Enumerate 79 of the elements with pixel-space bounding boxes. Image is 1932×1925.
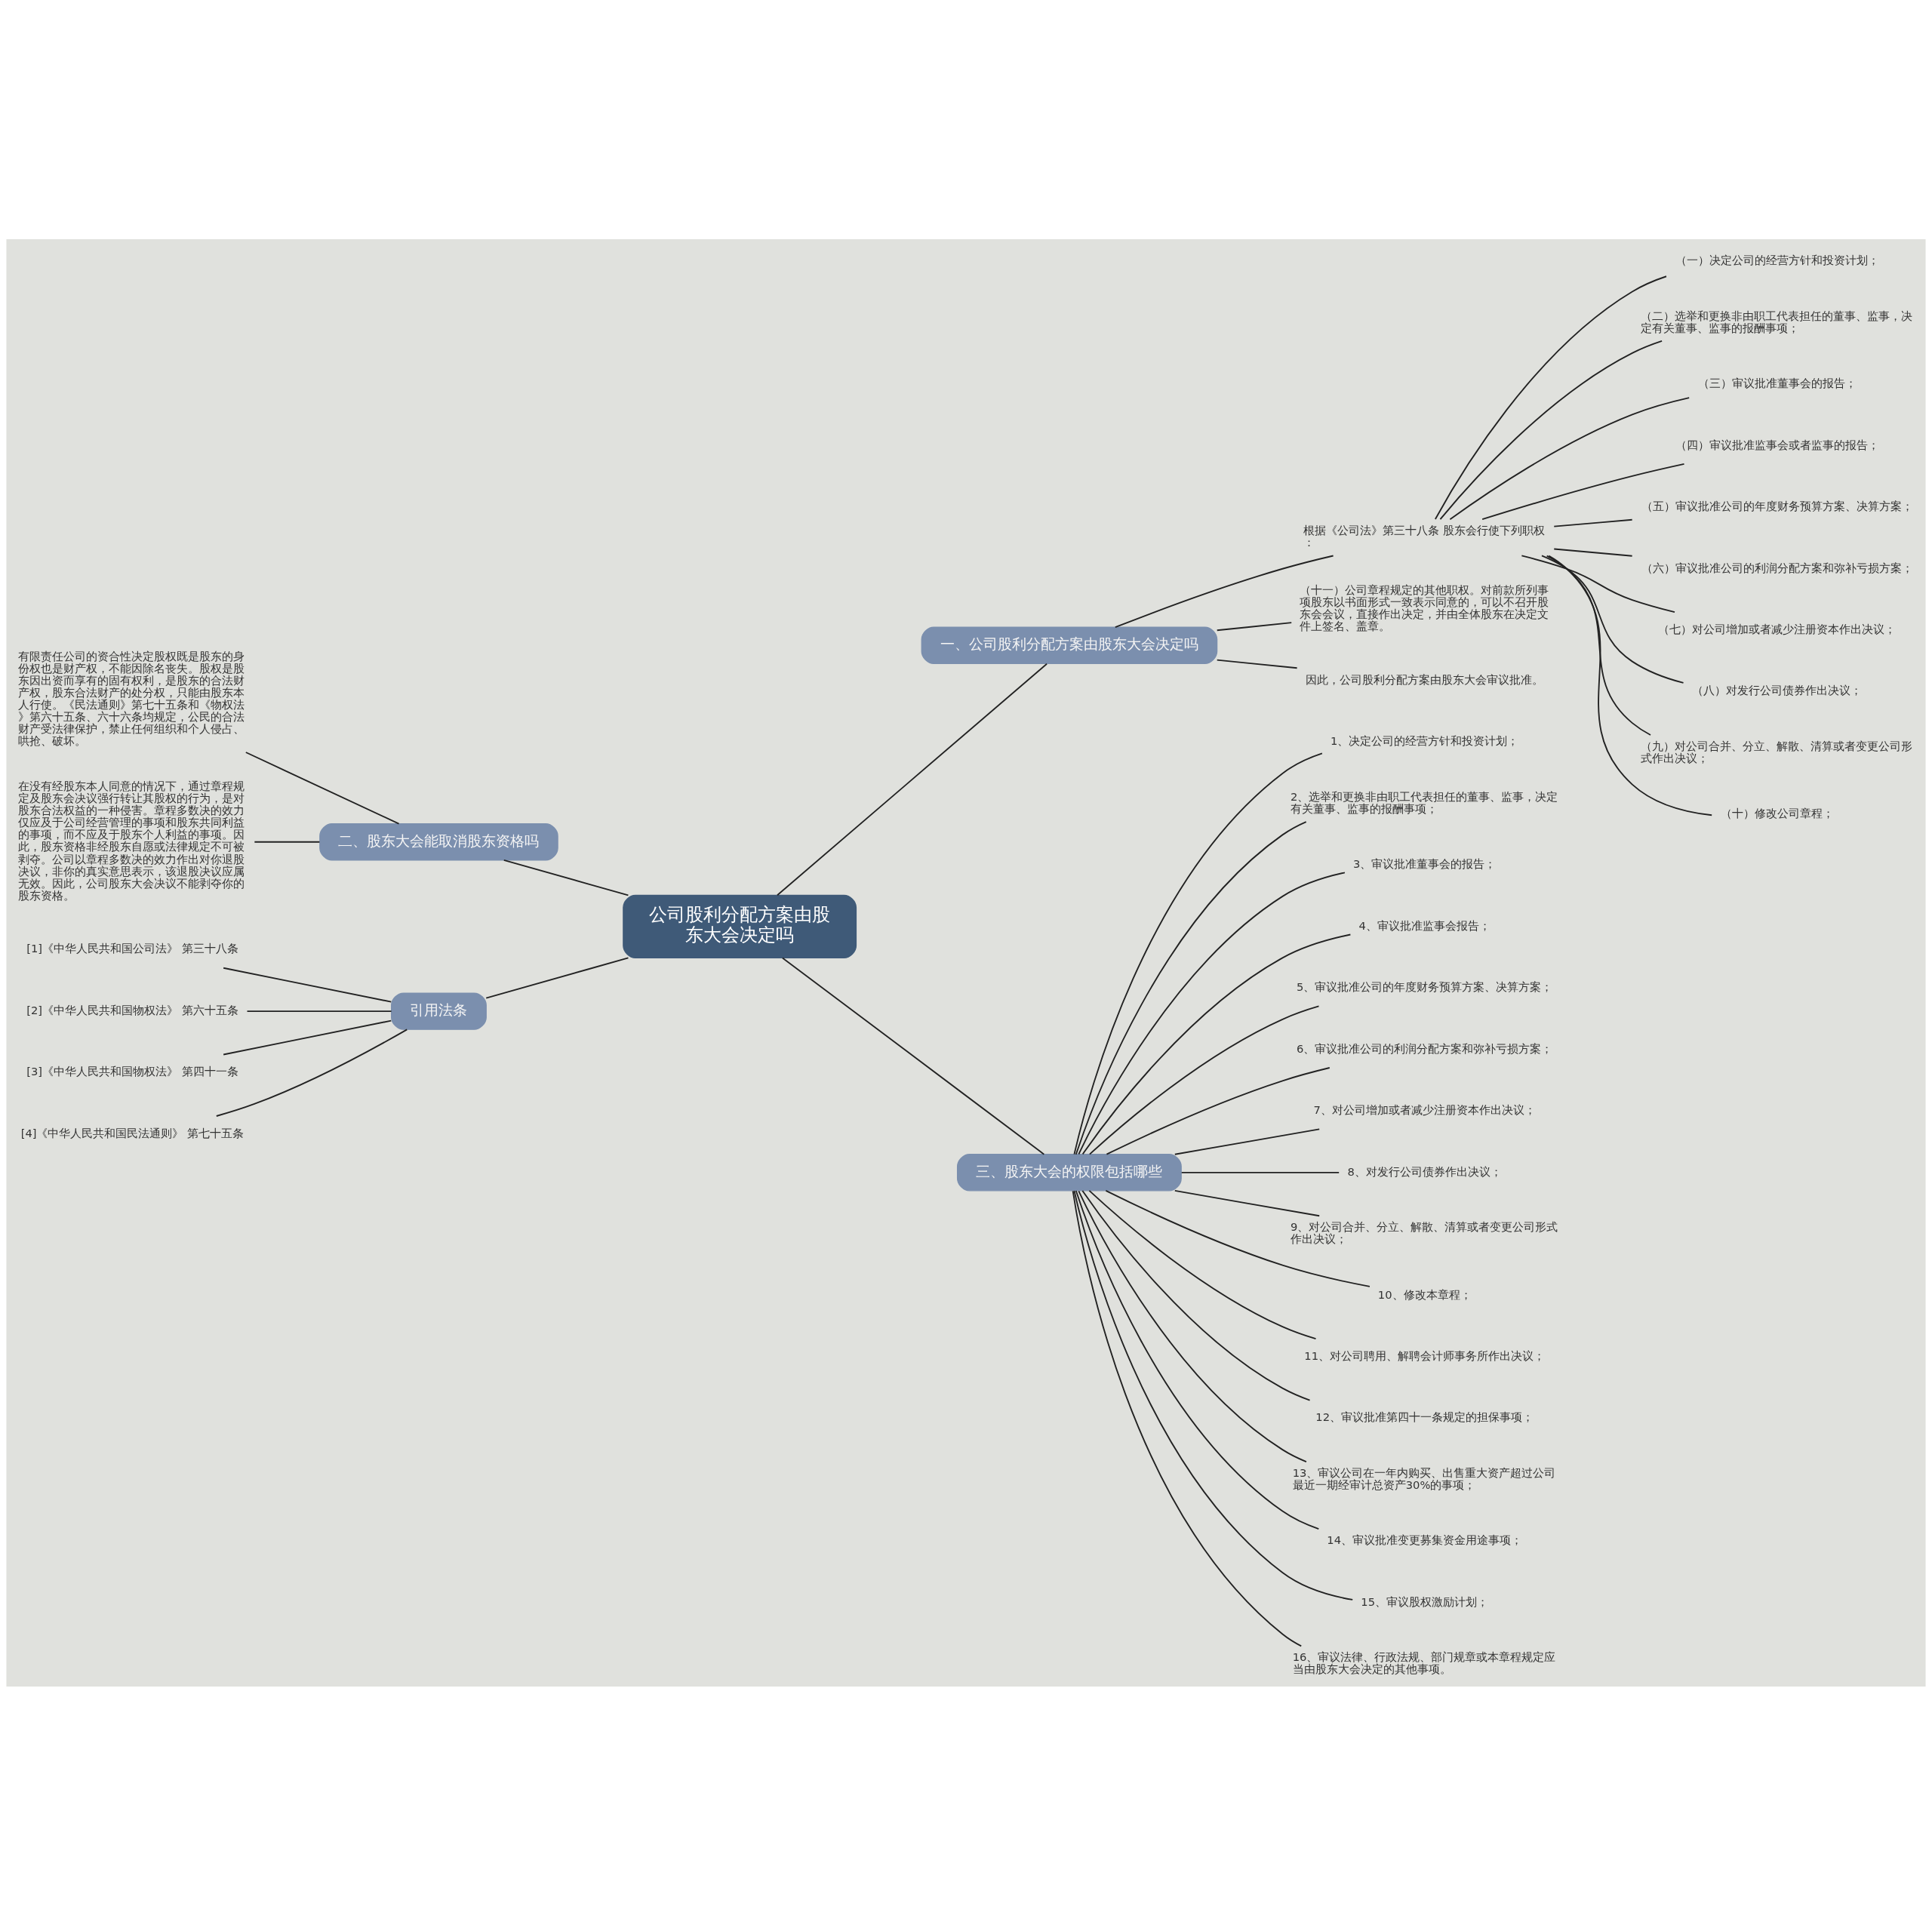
connector <box>1546 555 1651 736</box>
node-text: 8、对发行公司债券作出决议； <box>1347 1164 1502 1178</box>
node-text: 根据《公司法》第三十八条 股东会行使下列职权： <box>1303 523 1546 549</box>
connector <box>1075 1189 1320 1530</box>
connector <box>503 859 629 896</box>
connector <box>246 1010 392 1012</box>
node-text: （十一）公司章程规定的其他职权。对前款所列事项股东以书面形式一致表示同意的，可以不召开股东会会议，直接作出决定，并由全体股东在决定文件上签名、盖章。 <box>1300 583 1549 632</box>
connector <box>1553 518 1633 527</box>
node-text: 7、对公司增加或者减少注册资本作出决议； <box>1313 1102 1536 1116</box>
node-text: （五）审议批准公司的年度财务预算方案、决算方案； <box>1641 499 1913 512</box>
node-text: 10、修改本章程； <box>1377 1287 1472 1301</box>
connector <box>1521 555 1675 613</box>
node-text: 13、审议公司在一年内购买、出售重大资产超过公司最近一期经审计总资产30%的事项； <box>1292 1465 1556 1491</box>
node-box: 一、公司股利分配方案由股东大会决定吗 <box>921 626 1218 664</box>
node-text: 有限责任公司的资合性决定股权既是股东的身份权也是财产权，不能因除名丧失。股权是股东因出资而享有的固有权利，是股东的合法财产权，股东合法财产的处分权，只能由股东本人行使。《民法通则》第七十五条和《物权法》第六十五条、六十六条均规定，公民的合法财产受法律保护，禁止任何组织和个人侵占、哄抢、破坏。 <box>18 649 245 747</box>
node-text: 12、审议批准第四十一条规定的担保事项； <box>1315 1410 1534 1423</box>
connector <box>223 1019 392 1055</box>
node-text: （七）对公司增加或者减少注册资本作出决议； <box>1658 622 1897 635</box>
node-text: 3、审议批准董事会的报告； <box>1353 856 1497 870</box>
node-box: 公司股利分配方案由股东大会决定吗 <box>623 894 857 958</box>
node-text: [3]《中华人民共和国物权法》 第四十一条 <box>26 1064 238 1078</box>
node-text: [4]《中华人民共和国民法通则》 第七十五条 <box>20 1126 245 1139</box>
connector <box>781 957 1045 1155</box>
connector <box>1114 555 1334 628</box>
node-text: （一）决定公司的经营方针和投资计划； <box>1675 253 1879 266</box>
node-text: 6、审议批准公司的利润分配方案和弥补亏损方案； <box>1297 1041 1553 1055</box>
connector <box>1081 933 1352 1155</box>
node-box: 三、股东大会的权限包括哪些 <box>957 1153 1182 1192</box>
connector <box>1072 1190 1303 1647</box>
node-text: （六）审议批准公司的利润分配方案和弥补亏损方案； <box>1641 561 1913 574</box>
connector <box>254 841 321 843</box>
connector <box>777 663 1048 896</box>
node-text: 14、审议批准变更募集资金用途事项； <box>1327 1533 1523 1546</box>
node-text: 11、对公司聘用、解聘会计师事务所作出决议； <box>1304 1348 1546 1362</box>
node-text: [1]《中华人民共和国公司法》 第三十八条 <box>26 941 238 955</box>
connector <box>1481 463 1685 520</box>
connector <box>1216 659 1298 669</box>
node-text: 1、决定公司的经营方针和投资计划； <box>1331 733 1519 747</box>
connector <box>1449 396 1690 520</box>
node-text: （八）对发行公司债券作出决议； <box>1692 683 1863 697</box>
connector <box>1105 1189 1371 1287</box>
node-text: 5、审议批准公司的年度财务预算方案、决算方案； <box>1297 979 1553 993</box>
connector <box>1075 820 1307 1155</box>
node-text: 因此，公司股利分配方案由股东大会审议批准。 <box>1306 672 1544 686</box>
connector <box>1088 1189 1317 1339</box>
node-text: [2]《中华人民共和国物权法》 第六十五条 <box>26 1003 238 1016</box>
node-text: 15、审议股权激励计划； <box>1361 1594 1489 1608</box>
connector <box>215 1028 408 1117</box>
connector <box>1088 1005 1320 1155</box>
node-text: 2、选举和更换非由职工代表担任的董事、监事，决定有关董事、监事的报酬事项； <box>1291 789 1558 815</box>
connector <box>1548 555 1713 816</box>
node-text: （二）选举和更换非由职工代表担任的董事、监事，决定有关董事、监事的报酬事项； <box>1640 309 1912 334</box>
node-text: （十）修改公司章程； <box>1720 806 1834 820</box>
connector <box>1174 1189 1321 1216</box>
node-text: 在没有经股东本人同意的情况下，通过章程规定及股东会决议强行转让其股权的行为，是对股东合法权益的一种侵害。章程多数决的效力仅应及于公司经营管理的事项和股东共同利益的事项，而不应及于股东个人利益的事项。因此，股东资格非经股东自愿或法律规定不可被剥夺。公司以章程多数决的效力作出对你退股决议，非你的真实意思表示，该退股决议应属无效。因此，公司股东大会决议不能剥夺你的股东资格。 <box>18 779 245 902</box>
node-box: 二、股东大会能取消股东资格吗 <box>319 823 558 860</box>
connector <box>223 967 392 1003</box>
connector <box>1081 1189 1311 1401</box>
node-text: （三）审议批准董事会的报告； <box>1697 376 1857 389</box>
connector <box>1073 752 1323 1155</box>
node-text: 4、审议批准监事会报告； <box>1358 918 1491 932</box>
node-text: 9、对公司合并、分立、解散、清算或者变更公司形式作出决议； <box>1291 1219 1558 1245</box>
connector <box>1541 555 1684 684</box>
connector <box>1439 340 1663 520</box>
connector <box>485 956 629 999</box>
node-text: （四）审议批准监事会或者监事的报告； <box>1675 438 1879 451</box>
connector <box>1078 1189 1307 1462</box>
connector <box>1180 1171 1340 1173</box>
connector <box>245 751 400 825</box>
connector <box>1073 1189 1354 1601</box>
node-text: 16、审议法律、行政法规、部门规章或本章程规定应当由股东大会决定的其他事项。 <box>1292 1650 1556 1675</box>
node-box: 引用法条 <box>391 992 487 1030</box>
connector <box>1078 871 1346 1155</box>
connector <box>1434 275 1667 520</box>
connector <box>1174 1127 1321 1155</box>
node-text: （九）对公司合并、分立、解散、清算或者变更公司形式作出决议； <box>1640 739 1912 764</box>
connector <box>1553 548 1633 557</box>
connector <box>1216 621 1293 631</box>
connector <box>1106 1066 1331 1155</box>
